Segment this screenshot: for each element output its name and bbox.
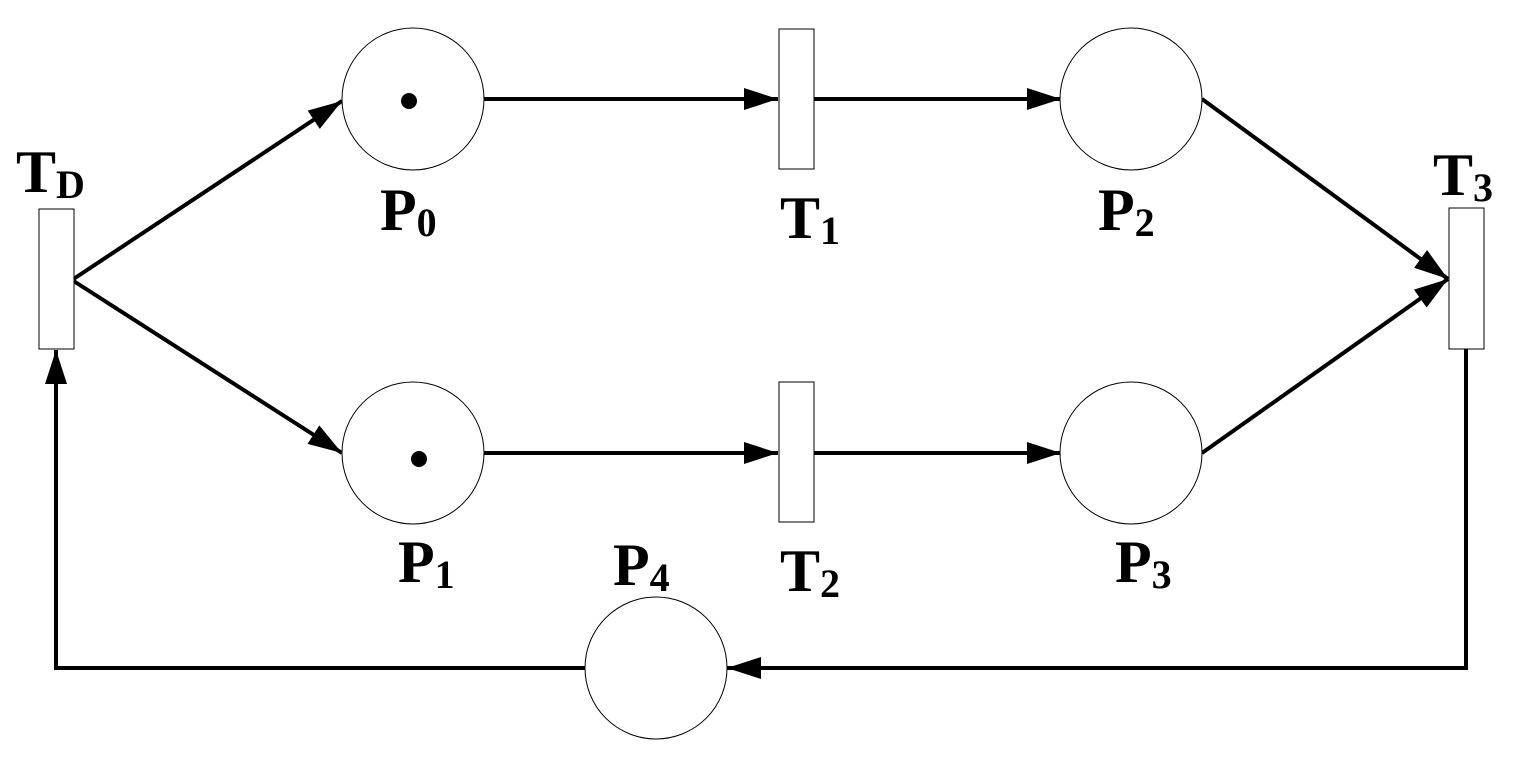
- place-p4: [584, 596, 728, 740]
- place-p1: [341, 381, 485, 525]
- arc-p4-td: [45, 350, 585, 670]
- arc-td-p1: [70, 278, 344, 455]
- transition-t1: [778, 28, 815, 170]
- label-p3: P3: [1115, 529, 1172, 597]
- token-p0: [401, 93, 417, 109]
- label-t3: T3: [1433, 142, 1493, 210]
- arc-p2-t3: [1200, 97, 1450, 281]
- label-td: TD: [16, 139, 85, 207]
- transition-td: [38, 208, 75, 350]
- label-p1: P1: [398, 529, 455, 597]
- arc-p3-t3: [1200, 277, 1450, 455]
- arc-t3-p4: [727, 349, 1468, 679]
- places: [341, 27, 1203, 740]
- transition-t2: [778, 381, 815, 523]
- place-p3: [1059, 381, 1203, 525]
- transition-t3: [1448, 207, 1485, 350]
- place-p2: [1059, 27, 1203, 171]
- arc-td-p0: [70, 99, 344, 282]
- tokens: [401, 93, 427, 467]
- label-p4: P4: [613, 532, 670, 600]
- token-p1: [411, 451, 427, 467]
- label-p0: P0: [380, 177, 437, 245]
- arcs: [45, 88, 1468, 679]
- label-t2: T2: [780, 538, 840, 606]
- label-t1: T1: [780, 185, 840, 253]
- labels: TD P0 T1 P2 T3 P1 P4 T2 P3: [16, 139, 1493, 606]
- label-p2: P2: [1098, 177, 1155, 245]
- transitions: [38, 28, 1485, 523]
